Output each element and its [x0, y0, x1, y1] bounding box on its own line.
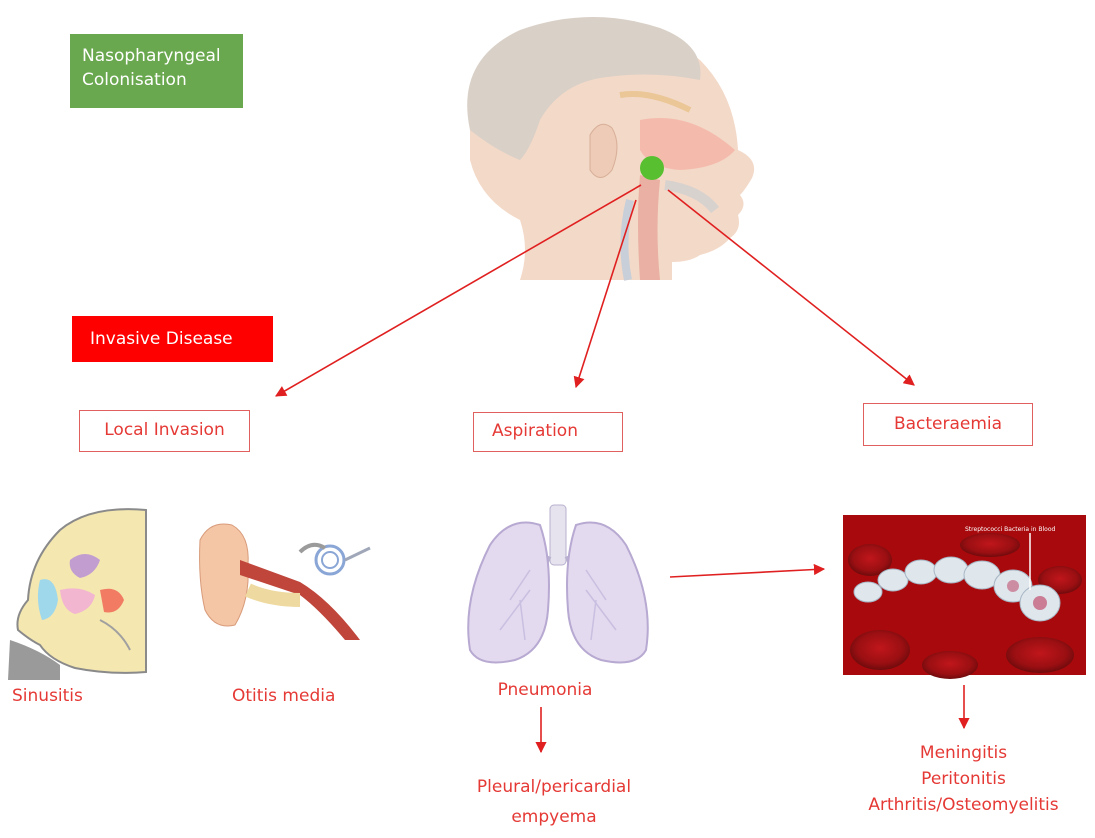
ear-illustration: [192, 518, 372, 640]
pleural-empyema-label: Pleural/pericardial empyema: [430, 772, 678, 832]
blood-bacteria-illustration: [843, 515, 1086, 679]
sinus-skull-illustration: [8, 502, 146, 680]
lungs-illustration: [447, 505, 665, 673]
arthritis-osteomyelitis-label: Arthritis/Osteomyelitis: [836, 792, 1091, 818]
invasive-disease-label: Invasive Disease: [72, 316, 273, 362]
local-invasion-box: Local Invasion: [79, 410, 250, 452]
peritonitis-label: Peritonitis: [836, 766, 1091, 792]
colonisation-dot: [640, 156, 664, 180]
pneumonia-label: Pneumonia: [470, 680, 620, 700]
pleural-line-1: Pleural/pericardial: [430, 772, 678, 802]
nasopharyngeal-colonisation-label: Nasopharyngeal Colonisation: [70, 34, 243, 108]
otitis-media-label: Otitis media: [232, 686, 372, 706]
sinusitis-label: Sinusitis: [12, 686, 102, 706]
bacteraemia-box: Bacteraemia: [863, 403, 1033, 446]
meningitis-label: Meningitis: [836, 740, 1091, 766]
bacteraemia-outcomes-label: Meningitis Peritonitis Arthritis/Osteomy…: [836, 740, 1091, 818]
aspiration-box: Aspiration: [473, 412, 623, 452]
blood-image-caption: Streptococci Bacteria in Blood: [965, 526, 1055, 533]
pleural-line-2: empyema: [430, 802, 678, 832]
